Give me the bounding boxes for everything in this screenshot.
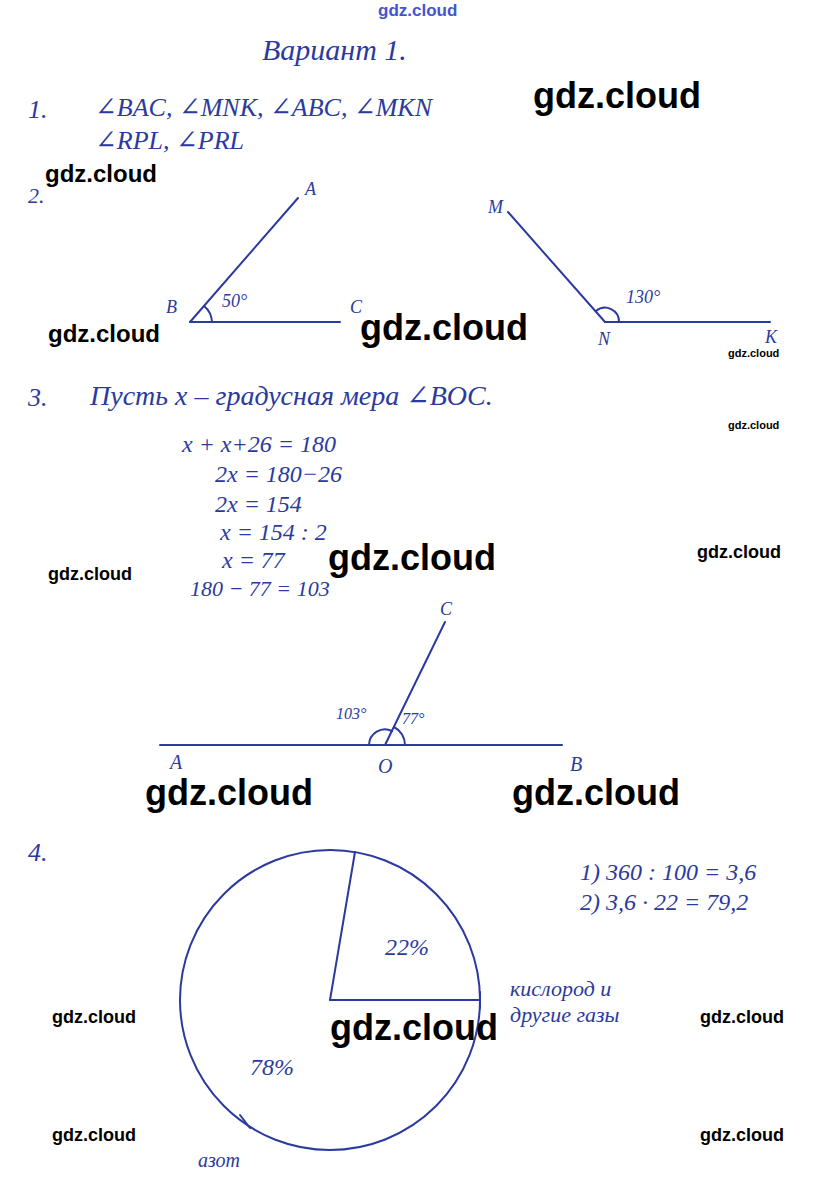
watermark: gdz.cloud <box>52 1126 136 1144</box>
equation: x = 77 <box>222 548 285 572</box>
watermark: gdz.cloud <box>330 1010 498 1046</box>
watermark: gdz.cloud <box>378 2 457 19</box>
equation: 2x = 180−26 <box>215 462 342 486</box>
ray-nk <box>605 321 770 323</box>
watermark: gdz.cloud <box>533 78 701 114</box>
point-label: A <box>305 180 316 198</box>
watermark: gdz.cloud <box>728 348 779 359</box>
watermark: gdz.cloud <box>700 1126 784 1144</box>
item-number: 4. <box>28 840 48 866</box>
legend-text: азот <box>198 1150 240 1170</box>
angle-value: 77° <box>402 711 424 727</box>
equation: 1) 360 : 100 = 3,6 <box>580 860 756 884</box>
watermark: gdz.cloud <box>145 775 313 811</box>
watermark: gdz.cloud <box>697 543 781 561</box>
watermark: gdz.cloud <box>45 162 157 186</box>
equation: x + x+26 = 180 <box>182 432 336 456</box>
point-label: B <box>570 754 582 774</box>
legend-text: другие газы <box>510 1004 620 1026</box>
watermark: gdz.cloud <box>512 775 680 811</box>
watermark: gdz.cloud <box>360 310 528 346</box>
watermark: gdz.cloud <box>700 1008 784 1026</box>
equation: 2x = 154 <box>215 492 302 516</box>
angle-arc <box>369 729 392 745</box>
watermark: gdz.cloud <box>48 322 160 346</box>
pie-radius <box>330 852 355 1000</box>
point-label: N <box>598 330 610 348</box>
angle-arc <box>596 308 619 322</box>
ray-nm <box>508 212 605 322</box>
ray-ba <box>190 198 298 322</box>
watermark: gdz.cloud <box>52 1008 136 1026</box>
pie-radius <box>330 999 480 1001</box>
title: Вариант 1. <box>262 35 407 65</box>
answer-text: Пусть x – градусная мера ∠BOC. <box>90 382 493 410</box>
watermark: gdz.cloud <box>728 420 779 431</box>
legend-text: кислород и <box>510 978 611 1000</box>
percent-label: 22% <box>385 935 429 959</box>
angle-arc <box>204 306 212 322</box>
point-label: A <box>170 752 182 772</box>
angle-value: 50° <box>222 292 247 310</box>
ray-oc <box>385 622 445 745</box>
angle-value: 103° <box>336 706 366 722</box>
point-label: K <box>765 328 777 346</box>
item-number: 2. <box>28 185 45 207</box>
answer-text: ∠RPL, ∠PRL <box>95 128 244 154</box>
angle-value: 130° <box>626 288 660 306</box>
watermark: gdz.cloud <box>48 565 132 583</box>
percent-label: 78% <box>250 1055 294 1079</box>
watermark: gdz.cloud <box>328 540 496 576</box>
equation: 180 − 77 = 103 <box>190 578 330 600</box>
pie-circle <box>180 850 480 1150</box>
item-number: 3. <box>28 385 48 411</box>
tick-mark <box>240 1115 250 1128</box>
point-label: M <box>488 198 503 216</box>
angle-arc <box>394 727 405 745</box>
point-label: O <box>378 756 392 776</box>
tick-mark <box>479 992 481 1008</box>
point-label: B <box>166 298 177 316</box>
answer-text: ∠BAC, ∠MNK, ∠ABC, ∠MKN <box>95 95 432 121</box>
equation: 2) 3,6 · 22 = 79,2 <box>580 890 748 914</box>
line-ab <box>160 744 562 746</box>
point-label: C <box>440 600 452 618</box>
equation: x = 154 : 2 <box>220 520 327 544</box>
item-number: 1. <box>28 97 48 123</box>
